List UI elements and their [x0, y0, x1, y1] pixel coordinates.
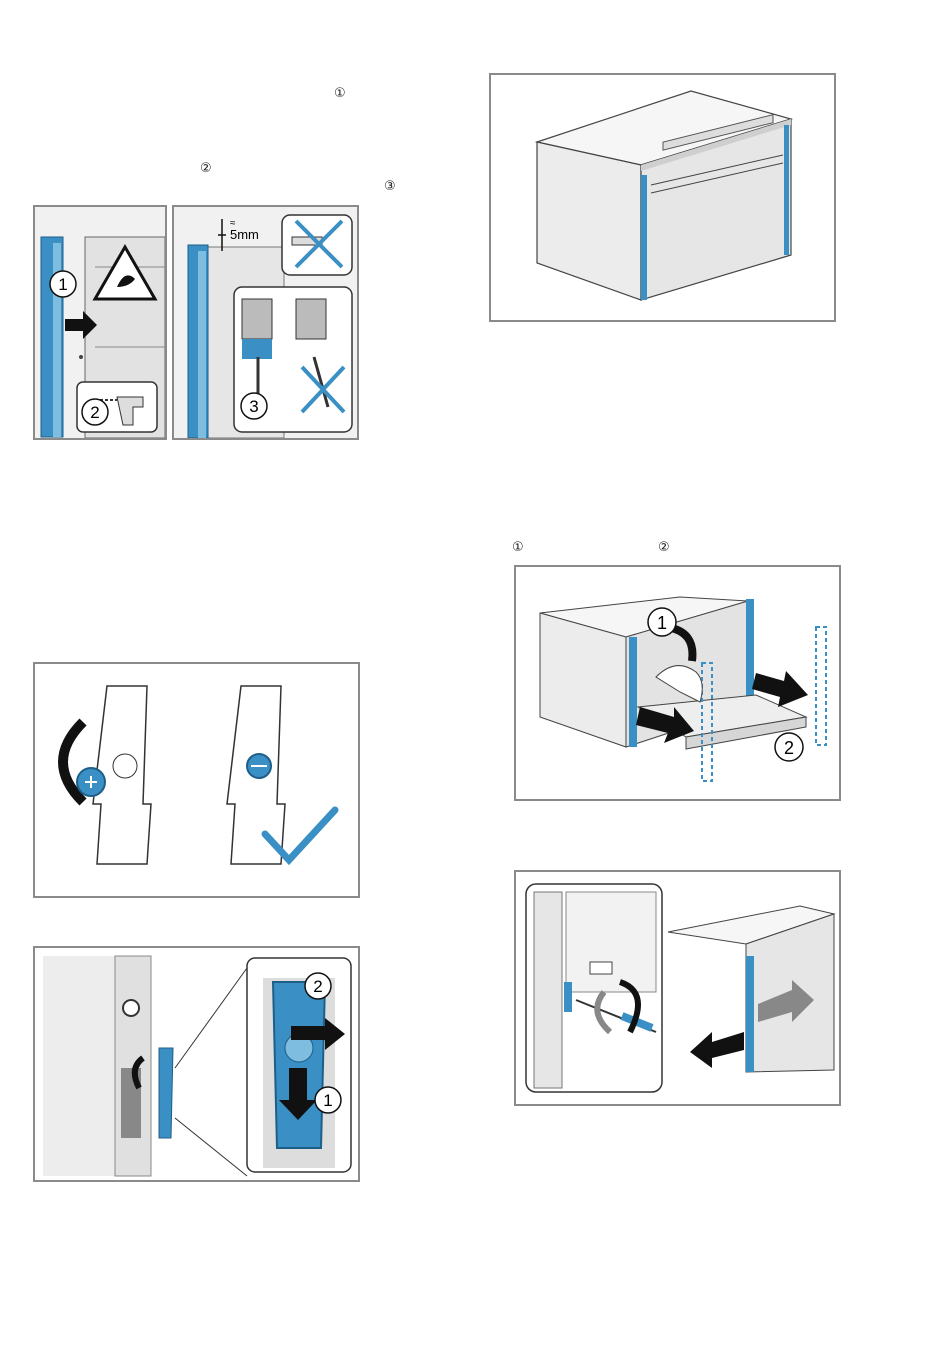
svg-text:1: 1 [58, 275, 67, 294]
svg-text:1: 1 [323, 1091, 332, 1110]
step-marker-3: ③ [384, 180, 396, 194]
step-marker-1: ① [334, 87, 346, 101]
svg-text:5mm: 5mm [230, 227, 259, 242]
svg-text:1: 1 [657, 613, 667, 633]
callout-2: 2 [305, 973, 331, 999]
callout-3: 3 [241, 393, 267, 419]
figure-drawer-removal: 1 2 [514, 565, 841, 801]
step-marker-2: ② [658, 541, 670, 555]
callout-2: 2 [775, 733, 803, 761]
svg-text:3: 3 [249, 397, 258, 416]
figure-mounting-right: ≈ 5mm 3 [172, 205, 359, 440]
figure-frame-removal [514, 870, 841, 1106]
callout-2: 2 [82, 399, 108, 425]
figure-clip-insert: 2 1 [33, 946, 360, 1182]
svg-text:2: 2 [784, 738, 794, 758]
callout-1: 1 [50, 271, 76, 297]
svg-text:2: 2 [313, 977, 322, 996]
trim-strip-right [784, 125, 789, 255]
arrow-left-icon [690, 1032, 744, 1068]
figure-appliance-installed [489, 73, 836, 322]
step-marker-1: ① [512, 541, 524, 555]
svg-text:2: 2 [90, 403, 99, 422]
figure-mounting-left: 1 2 [33, 205, 167, 440]
callout-1: 1 [315, 1087, 341, 1113]
trim-strip-left [641, 175, 647, 300]
callout-1: 1 [648, 608, 676, 636]
figure-clip-rotate [33, 662, 360, 898]
clip-unlocked [63, 686, 151, 864]
clip-locked [227, 686, 285, 864]
step-marker-2: ② [200, 162, 212, 176]
rail-right [816, 627, 826, 745]
